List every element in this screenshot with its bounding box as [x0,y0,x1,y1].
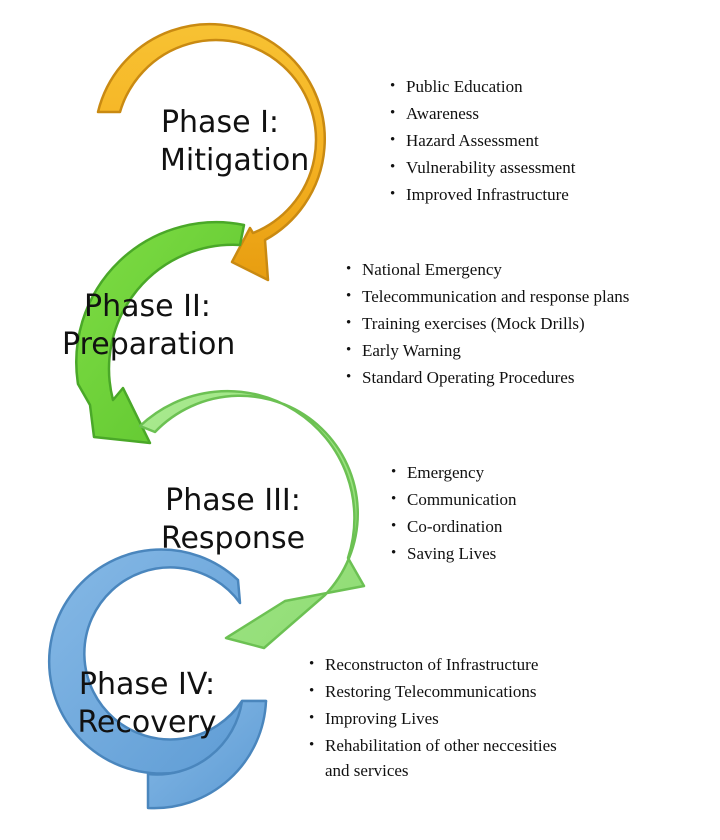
list-item: Saving Lives [391,540,517,567]
phase4-title-line2: Recovery [77,705,217,740]
list-item-continuation: and services [325,761,409,780]
phase4-ring-front [146,699,268,810]
list-item: Early Warning [346,337,629,364]
phase2-title: Phase II: Preparation [62,288,236,364]
list-item: Standard Operating Procedures [346,364,629,391]
list-item: Awareness [390,100,575,127]
phase4-title-line1: Phase IV: [78,667,216,702]
list-item: Public Education [390,73,575,100]
phase3-arc-arrow [138,389,366,650]
phase1-title-line2: Mitigation [160,143,310,178]
list-item: Emergency [391,459,517,486]
phase4-bullet-list: Reconstructon of Infrastructure Restorin… [309,651,557,783]
list-item: Telecommunication and response plans [346,283,629,310]
list-item: Reconstructon of Infrastructure [309,651,557,678]
phase3-bullet-list: Emergency Communication Co-ordination Sa… [391,459,517,567]
phase1-bullet-list: Public Education Awareness Hazard Assess… [390,73,575,208]
list-item: Improving Lives [309,705,557,732]
phase1-arc-arrow [96,22,327,282]
list-item: National Emergency [346,256,629,283]
phase3-title-line1: Phase III: [165,483,301,518]
list-item: Co-ordination [391,513,517,540]
list-item: Restoring Telecommunications [309,678,557,705]
list-item: Hazard Assessment [390,127,575,154]
phase1-title-line1: Phase I: [160,105,280,140]
list-item: Communication [391,486,517,513]
phase2-bullet-list: National Emergency Telecommunication and… [346,256,629,391]
list-item: Vulnerability assessment [390,154,575,181]
list-item: Improved Infrastructure [390,181,575,208]
phase3-title-line2: Response [160,521,306,556]
phase4-title: Phase IV: Recovery [72,666,222,742]
phase2-arc-arrow [75,220,246,445]
phase2-title-line2: Preparation [62,327,236,362]
phase2-title-line1: Phase II: [84,289,211,324]
list-item: Rehabilitation of other neccesities [309,732,557,759]
list-item: Training exercises (Mock Drills) [346,310,629,337]
phase3-title: Phase III: Response [158,482,308,558]
phase1-title: Phase I: Mitigation [160,104,310,180]
